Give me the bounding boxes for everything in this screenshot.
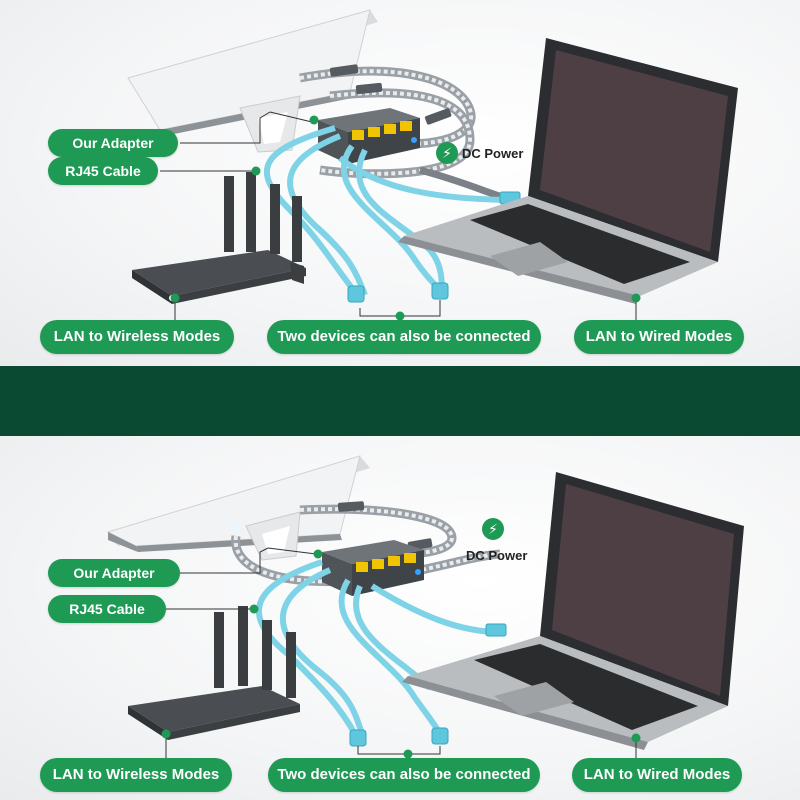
rj45-plugs [349,623,507,747]
lightning-bolt-icon: ⚡ [482,518,504,540]
dc-power-label: DC Power [462,146,524,161]
bottom-panel: Our Adapter RJ45 Cable ⚡ DC Power LAN to… [0,436,800,800]
panel-divider [0,366,800,436]
satellite-dish [106,455,370,561]
lan-to-wired-label: LAN to Wired Modes [572,758,742,792]
top-panel: Our Adapter RJ45 Cable ⚡ DC Power LAN to… [0,0,800,366]
lan-to-wireless-label: LAN to Wireless Modes [40,758,232,792]
rj45-cable-label: RJ45 Cable [48,595,166,623]
two-devices-label: Two devices can also be connected [268,758,540,792]
router [132,172,306,304]
top-scene-illustration [127,9,738,322]
lightning-bolt-icon: ⚡ [436,142,458,164]
rj45-cable-label: RJ45 Cable [48,157,158,185]
connector-dots [170,115,641,321]
bottom-scene-illustration [106,455,744,762]
connector-lines [160,111,637,322]
satellite-dish [127,9,378,153]
adapter-box [322,540,424,596]
rj45-cables [263,125,521,297]
laptop [402,472,744,750]
lan-to-wired-label: LAN to Wired Modes [574,320,744,354]
connector-dots [161,549,641,759]
router [128,606,300,740]
lan-to-wireless-label: LAN to Wireless Modes [40,320,234,354]
our-adapter-label: Our Adapter [48,129,178,157]
dc-power-label: DC Power [466,548,528,563]
two-devices-label: Two devices can also be connected [267,320,541,354]
our-adapter-label: Our Adapter [48,559,180,587]
laptop [398,38,738,304]
connector-lines [165,547,637,762]
